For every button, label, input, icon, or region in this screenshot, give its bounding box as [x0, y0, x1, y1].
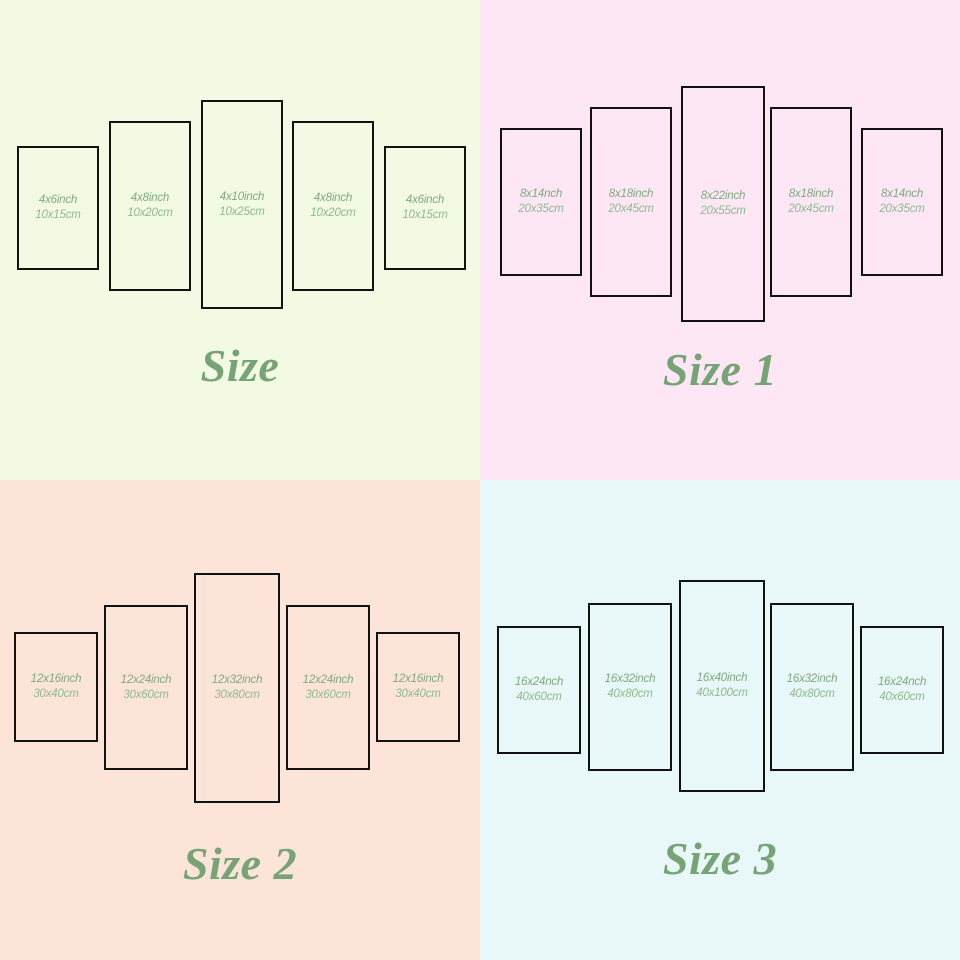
panel-size-cm: 30x40cm [395, 688, 441, 700]
panel-size-inch: 16x32inch [786, 673, 838, 685]
panel-size-inch: 8x22inch [700, 190, 746, 202]
size-variant-size-0[interactable]: 4x6inch 10x15cm 4x8inch 10x20cm 4x10inch 10x2… [0, 0, 480, 480]
panel-size-cm: 30x80cm [214, 689, 260, 701]
panel-size-cm: 20x55cm [700, 205, 746, 217]
panel-size-inch: 8x18inch [608, 188, 654, 200]
canvas-panel[interactable]: 4x8inch 10x20cm [109, 121, 191, 291]
panel-size-inch: 8x14nch [519, 188, 563, 200]
panel-size-cm: 40x60cm [516, 691, 562, 703]
canvas-panel[interactable]: 8x18inch 20x45cm [590, 107, 672, 297]
panel-size-inch: 12x24inch [120, 673, 172, 686]
canvas-panel[interactable]: 4x10inch 10x25cm [201, 100, 283, 309]
canvas-panel[interactable]: 8x14nch 20x35cm [500, 128, 582, 276]
panel-size-cm: 20x45cm [608, 203, 654, 215]
panel-size-cm: 20x45cm [788, 203, 834, 215]
panel-size-inch: 4x6inch [38, 194, 78, 206]
canvas-panel[interactable]: 12x16inch 30x40cm [376, 632, 460, 742]
canvas-panel[interactable]: 16x24nch 40x60cm [497, 626, 581, 754]
size-variant-size-1[interactable]: 8x14nch 20x35cm 8x18inch 20x45cm 8x22inch 20x… [480, 0, 960, 480]
panel-size-inch: 12x16inch [30, 673, 82, 685]
canvas-panel[interactable]: 16x32inch 40x80cm [770, 603, 854, 771]
panel-size-cm: 10x15cm [402, 209, 448, 221]
panel-size-inch: 8x18inch [788, 188, 834, 200]
size-variant-title: Size [200, 340, 280, 391]
panel-size-cm: 30x40cm [33, 688, 79, 700]
size-variant-size-2[interactable]: 12x16inch 30x40cm 12x24inch 30x60cm 12x32inc… [0, 480, 480, 960]
canvas-panel[interactable]: 16x40inch 40x100cm [679, 580, 765, 792]
canvas-panel[interactable]: 16x24nch 40x60cm [860, 626, 944, 754]
canvas-panel[interactable]: 8x22inch 20x55cm [681, 86, 765, 322]
panel-cluster: 16x24nch 40x60cm 16x32inch 40x80cm 16x40inch… [480, 480, 960, 960]
panel-size-inch: 16x32inch [604, 673, 656, 685]
canvas-panel[interactable]: 12x24inch 30x60cm [104, 605, 188, 770]
panel-size-inch: 12x32inch [211, 674, 263, 686]
panel-size-cm: 10x15cm [35, 209, 81, 221]
panel-size-cm: 40x80cm [789, 688, 835, 700]
panel-size-inch: 16x40inch [696, 672, 748, 684]
panel-size-inch: 4x6inch [405, 194, 445, 206]
panel-size-cm: 10x25cm [219, 205, 265, 218]
canvas-panel[interactable]: 4x6inch 10x15cm [17, 146, 99, 270]
panel-size-inch: 16x24nch [514, 676, 564, 688]
size-variant-title: Size 3 [662, 833, 778, 884]
panel-cluster: 8x14nch 20x35cm 8x18inch 20x45cm 8x22inch 20x… [480, 0, 960, 480]
panel-size-inch: 4x10inch [219, 190, 265, 203]
canvas-panel[interactable]: 12x24inch 30x60cm [286, 605, 370, 770]
panel-size-cm: 40x80cm [607, 688, 653, 700]
panel-size-cm: 40x100cm [696, 687, 748, 699]
panel-size-inch: 12x24inch [302, 673, 354, 686]
panel-size-cm: 20x35cm [518, 203, 564, 215]
canvas-panel[interactable]: 8x14nch 20x35cm [861, 128, 943, 276]
panel-size-inch: 4x8inch [130, 192, 170, 204]
panel-size-cm: 40x60cm [879, 691, 925, 703]
canvas-panel[interactable]: 16x32inch 40x80cm [588, 603, 672, 771]
panel-size-inch: 8x14nch [880, 188, 924, 200]
panel-size-inch: 12x16inch [392, 673, 444, 685]
panel-size-cm: 20x35cm [879, 203, 925, 215]
panel-size-inch: 16x24nch [877, 676, 927, 688]
canvas-panel[interactable]: 12x32inch 30x80cm [194, 573, 280, 803]
size-variant-title: Size 1 [662, 344, 778, 395]
panel-size-inch: 4x8inch [313, 192, 353, 204]
canvas-panel[interactable]: 8x18inch 20x45cm [770, 107, 852, 297]
panel-size-cm: 30x60cm [123, 688, 169, 701]
size-variant-title: Size 2 [182, 838, 298, 889]
panel-cluster: 12x16inch 30x40cm 12x24inch 30x60cm 12x32inc… [0, 480, 480, 960]
canvas-panel[interactable]: 4x8inch 10x20cm [292, 121, 374, 291]
canvas-panel[interactable]: 4x6inch 10x15cm [384, 146, 466, 270]
panel-size-cm: 10x20cm [310, 207, 356, 219]
panel-size-cm: 10x20cm [127, 207, 173, 219]
canvas-panel[interactable]: 12x16inch 30x40cm [14, 632, 98, 742]
size-variant-size-3[interactable]: 16x24nch 40x60cm 16x32inch 40x80cm 16x40inch… [480, 480, 960, 960]
panel-size-cm: 30x60cm [305, 688, 351, 701]
panel-cluster: 4x6inch 10x15cm 4x8inch 10x20cm 4x10inch 10x2… [0, 0, 480, 480]
